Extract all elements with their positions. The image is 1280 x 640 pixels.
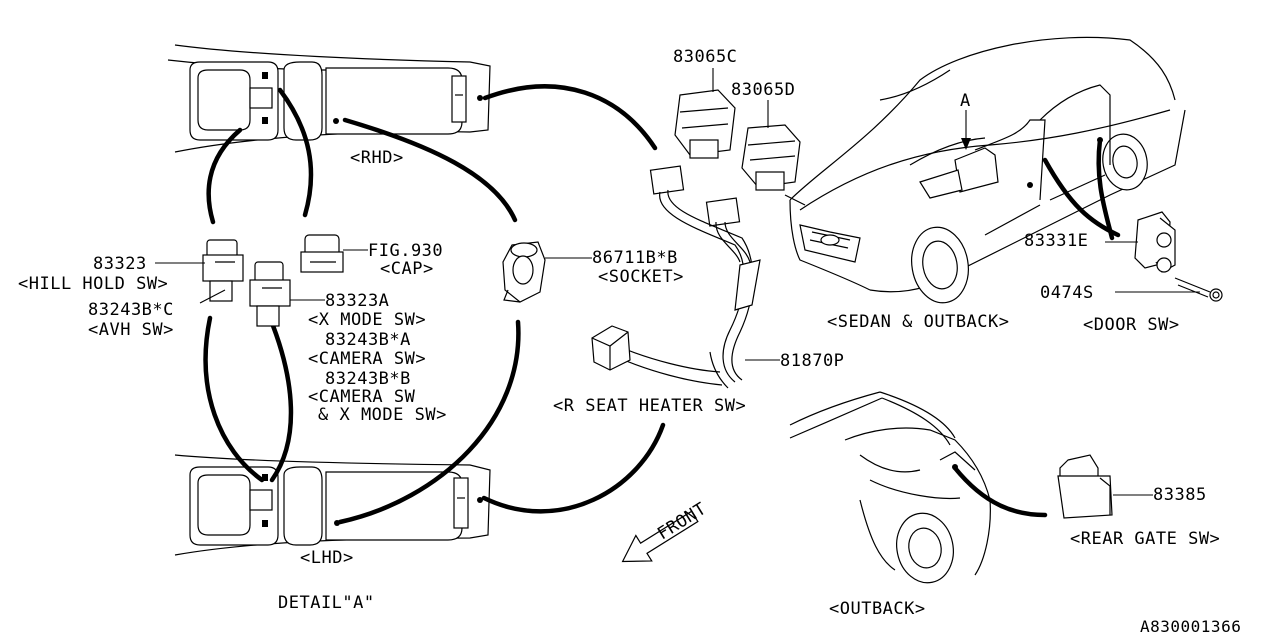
rhd-console-illustration (167, 44, 491, 153)
r-seat-heater-switch-part (591, 325, 631, 371)
x-mode-sw-label: <X MODE SW> (308, 310, 426, 330)
detail-a-label: DETAIL"A" (278, 593, 375, 613)
avh-switch-part (249, 261, 291, 327)
sedan-outback-label: <SEDAN & OUTBACK> (827, 312, 1010, 332)
rear-gate-switch-part (1057, 454, 1113, 519)
part-83243b-b: 83243B*B (325, 369, 411, 389)
camera-sw-label-2: <CAMERA SW (308, 387, 416, 407)
part-83331e: 83331E (1024, 231, 1088, 251)
avh-sw-label: <AVH SW> (88, 320, 174, 340)
diagram-id: A830001366 (1140, 617, 1241, 636)
door-sw-label: <DOOR SW> (1083, 315, 1180, 335)
part-86711b-b: 86711B*B (592, 248, 678, 268)
seat-heater-switch-83065d (741, 124, 801, 191)
front-label: FRONT (654, 499, 710, 544)
connector-arcs (203, 84, 1121, 525)
lhd-console-illustration (174, 454, 491, 556)
lhd-label: <LHD> (300, 548, 354, 568)
seat-heater-switch-83065c (674, 89, 736, 159)
rear-gate-sw-label: <REAR GATE SW> (1070, 529, 1220, 549)
part-0474s: 0474S (1040, 283, 1094, 303)
detail-a-marker: A (960, 91, 971, 111)
harness-81870p (611, 165, 761, 389)
fig-930-label: FIG.930 (368, 241, 443, 261)
rhd-label: <RHD> (350, 148, 404, 168)
part-83065c: 83065C (673, 47, 737, 67)
socket-part (502, 241, 546, 303)
part-83323a: 83323A (325, 291, 389, 311)
part-83243b-c: 83243B*C (88, 300, 174, 320)
part-83243b-a: 83243B*A (325, 330, 411, 350)
part-81870p: 81870P (780, 351, 844, 371)
cap-label: <CAP> (380, 259, 434, 279)
screw-part (1174, 277, 1223, 302)
outback-label: <OUTBACK> (829, 599, 926, 619)
socket-label: <SOCKET> (598, 267, 684, 287)
x-mode-sw-label-2: & X MODE SW> (318, 405, 447, 425)
camera-sw-label: <CAMERA SW> (308, 349, 426, 369)
front-arrow-icon (621, 510, 699, 563)
outback-rear-illustration (789, 391, 991, 584)
door-switch-part (1134, 211, 1176, 273)
part-83385: 83385 (1153, 485, 1207, 505)
hill-hold-switch-part (202, 239, 244, 302)
sedan-outback-car-illustration (784, 36, 1186, 304)
part-83065d: 83065D (731, 80, 795, 100)
hill-hold-sw-label: <HILL HOLD SW> (18, 274, 168, 294)
cap-part (300, 234, 344, 273)
part-83323: 83323 (93, 254, 147, 274)
r-seat-heater-sw-label: <R SEAT HEATER SW> (553, 396, 746, 416)
